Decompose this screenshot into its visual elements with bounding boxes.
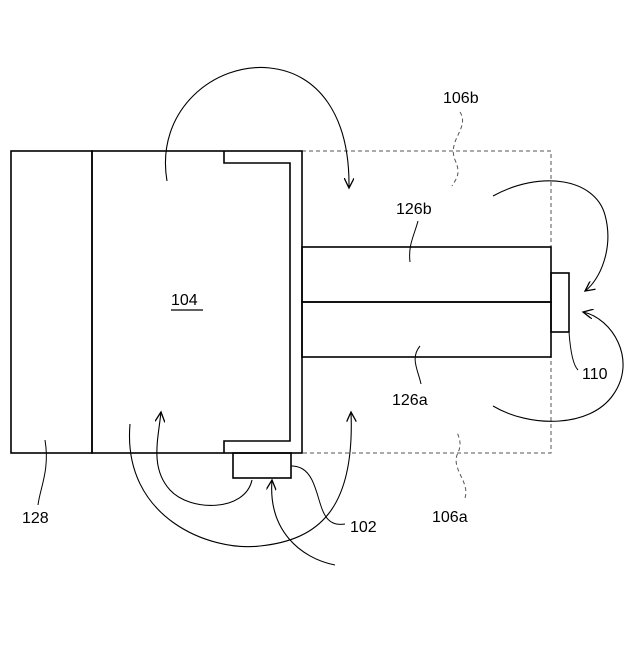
label-110: 110 [582,366,608,383]
region-106b-outline [302,151,551,302]
label-106a: 106a [432,509,468,526]
label-126b: 126b [396,201,432,218]
leader-128 [38,440,46,505]
label-104: 104 [171,292,198,309]
label-106b: 106b [443,90,479,107]
inner-frame [224,151,290,453]
block-128 [11,151,92,453]
leader-106b [452,112,463,186]
arrow-into-102 [272,480,335,565]
component-110 [551,273,569,332]
label-102: 102 [350,519,377,536]
leader-126b [410,221,418,262]
leader-126a [415,346,421,384]
label-126a: 126a [392,392,428,409]
arrow-top-loop [165,67,349,188]
region-106a-outline [302,302,551,453]
bar-126a [302,302,551,357]
leader-102 [291,466,345,524]
leader-110 [569,332,578,370]
bar-126b [302,247,551,302]
component-102 [233,453,291,478]
leader-106a [456,432,466,498]
label-128: 128 [22,510,49,527]
arrow-bottom-small-loop [157,412,252,505]
